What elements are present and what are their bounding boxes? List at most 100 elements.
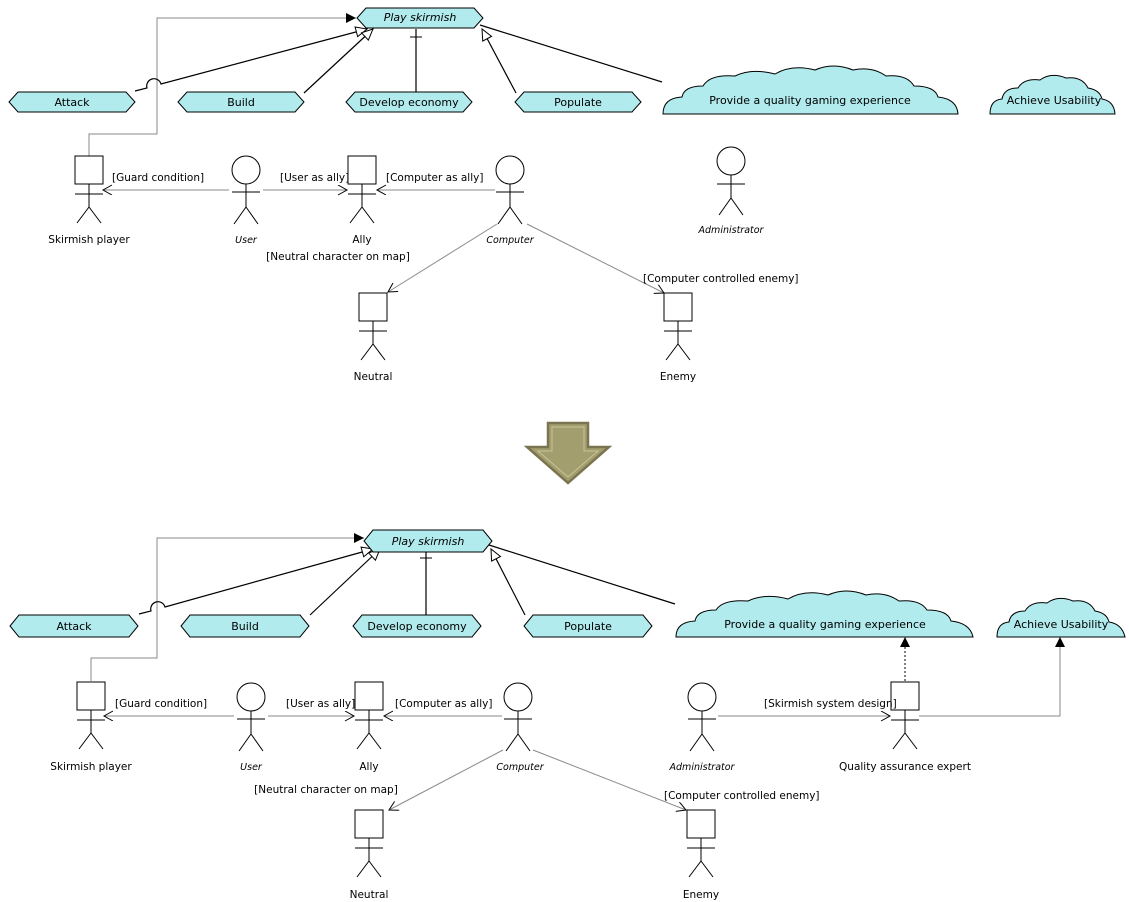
goal-play-skirmish-label: Play skirmish	[384, 11, 457, 24]
actor-skirmish-player-label: Skirmish player	[48, 234, 130, 246]
before-connections	[88, 13, 664, 293]
goal-attack-label: Attack	[56, 620, 92, 633]
actor-enemy-icon	[686, 809, 716, 839]
goal-build[interactable]: Build	[177, 91, 305, 113]
relation-computer-as-ally: [Computer as ally]	[395, 698, 492, 710]
relation-neutral-on-map: [Neutral character on map]	[254, 784, 398, 796]
build-refines-play-link	[303, 28, 374, 94]
goal-play-skirmish[interactable]: Play skirmish	[356, 7, 484, 29]
actor-qa-expert-label: Quality assurance expert	[839, 761, 971, 773]
goal-build[interactable]: Build	[180, 614, 310, 638]
computer-to-enemy-link	[526, 223, 664, 293]
actor-computer[interactable]: Computer	[496, 682, 545, 773]
goal-populate-label: Populate	[554, 96, 602, 109]
goal-attack-label: Attack	[54, 96, 90, 109]
actor-enemy[interactable]: Enemy	[660, 292, 696, 383]
actor-administrator-icon	[716, 146, 746, 176]
goal-populate[interactable]: Populate	[523, 614, 653, 638]
skirmish-player-to-play-link	[88, 13, 356, 156]
actor-skirmish-player-icon	[76, 681, 106, 711]
relation-computer-as-ally: [Computer as ally]	[386, 172, 483, 184]
actor-neutral-icon	[354, 809, 384, 839]
actor-user-icon	[236, 682, 266, 712]
actor-neutral[interactable]: Neutral	[354, 292, 393, 383]
actor-enemy-label: Enemy	[683, 889, 719, 901]
softgoal-usability-label: Achieve Usability	[1007, 94, 1102, 107]
goal-play-skirmish-label: Play skirmish	[392, 535, 465, 548]
goal-develop-economy-label: Develop economy	[367, 620, 467, 633]
actor-neutral-label: Neutral	[354, 371, 393, 383]
goal-develop-economy[interactable]: Develop economy	[345, 91, 473, 113]
softgoal-quality-experience[interactable]: Provide a quality gaming experience	[675, 590, 974, 638]
actor-skirmish-player-icon	[74, 155, 104, 185]
actor-skirmish-player-label: Skirmish player	[50, 761, 132, 773]
actor-administrator[interactable]: Administrator	[669, 682, 736, 773]
actor-computer-label: Computer	[486, 235, 534, 246]
before-diagram: Play skirmish Attack Build Develop econo…	[8, 7, 1116, 383]
actor-neutral-label: Neutral	[350, 889, 389, 901]
actor-enemy[interactable]: Enemy	[683, 809, 719, 901]
softgoal-quality-experience-label: Provide a quality gaming experience	[724, 618, 926, 631]
actor-user[interactable]: User	[231, 155, 261, 246]
actor-ally-label: Ally	[359, 761, 378, 773]
actor-computer-icon	[495, 155, 525, 185]
actor-enemy-icon	[663, 292, 693, 322]
relation-guard-condition: [Guard condition]	[112, 172, 204, 184]
skirmish-player-to-play-link	[90, 533, 364, 681]
actor-enemy-label: Enemy	[660, 371, 696, 383]
goal-build-label: Build	[227, 96, 255, 109]
actor-administrator[interactable]: Administrator	[698, 146, 765, 236]
actor-user[interactable]: User	[236, 682, 266, 773]
goal-attack[interactable]: Attack	[9, 614, 139, 638]
actor-ally-icon	[354, 681, 384, 711]
actor-skirmish-player[interactable]: Skirmish player	[48, 155, 130, 246]
actor-neutral[interactable]: Neutral	[350, 809, 389, 901]
actor-computer-label: Computer	[496, 762, 544, 773]
actor-user-icon	[231, 155, 261, 185]
attack-refines-play-link	[138, 546, 375, 615]
relation-user-as-ally: [User as ally]	[286, 698, 355, 710]
attack-refines-play-link	[134, 26, 369, 92]
actor-user-label: User	[235, 235, 258, 246]
transform-down-arrow	[523, 421, 613, 485]
after-diagram: Play skirmish Attack Build Develop econo…	[9, 529, 1126, 901]
actor-computer[interactable]: Computer	[486, 155, 535, 246]
quality-to-play-link	[479, 24, 663, 83]
after-connections	[90, 533, 1065, 810]
softgoal-usability[interactable]: Achieve Usability	[989, 74, 1116, 115]
actor-neutral-icon	[358, 292, 388, 322]
goal-develop-economy[interactable]: Develop economy	[352, 614, 482, 638]
computer-to-neutral-link	[389, 749, 504, 810]
relation-guard-condition: [Guard condition]	[115, 698, 207, 710]
relation-computer-enemy: [Computer controlled enemy]	[643, 273, 799, 285]
actor-qa-expert[interactable]: Quality assurance expert	[839, 681, 971, 773]
softgoal-usability[interactable]: Achieve Usability	[996, 597, 1126, 638]
actor-computer-icon	[503, 682, 533, 712]
actor-administrator-label: Administrator	[669, 762, 736, 773]
computer-to-enemy-link	[532, 749, 686, 810]
actor-administrator-label: Administrator	[698, 225, 765, 236]
qa-expert-to-usability-link	[919, 637, 1065, 717]
actor-administrator-icon	[687, 682, 717, 712]
goal-attack[interactable]: Attack	[8, 91, 136, 113]
build-refines-play-link	[309, 548, 381, 616]
populate-refines-play-link	[481, 27, 517, 94]
actor-ally[interactable]: Ally	[347, 155, 377, 246]
relation-computer-enemy: [Computer controlled enemy]	[664, 790, 820, 802]
relation-neutral-on-map: [Neutral character on map]	[266, 251, 410, 263]
actor-ally-label: Ally	[352, 234, 371, 246]
actor-skirmish-player[interactable]: Skirmish player	[50, 681, 132, 773]
populate-refines-play-link	[490, 547, 526, 616]
actor-ally-icon	[347, 155, 377, 185]
goal-build-label: Build	[231, 620, 259, 633]
goal-develop-economy-label: Develop economy	[359, 96, 459, 109]
relation-skirmish-design: [Skirmish system design]	[764, 698, 897, 710]
actor-user-label: User	[240, 762, 263, 773]
quality-to-play-link	[488, 544, 676, 605]
softgoal-usability-label: Achieve Usability	[1014, 618, 1109, 631]
softgoal-quality-experience[interactable]: Provide a quality gaming experience	[662, 65, 959, 115]
actor-ally[interactable]: Ally	[354, 681, 384, 773]
goal-populate[interactable]: Populate	[514, 91, 642, 113]
goal-play-skirmish[interactable]: Play skirmish	[363, 529, 493, 553]
